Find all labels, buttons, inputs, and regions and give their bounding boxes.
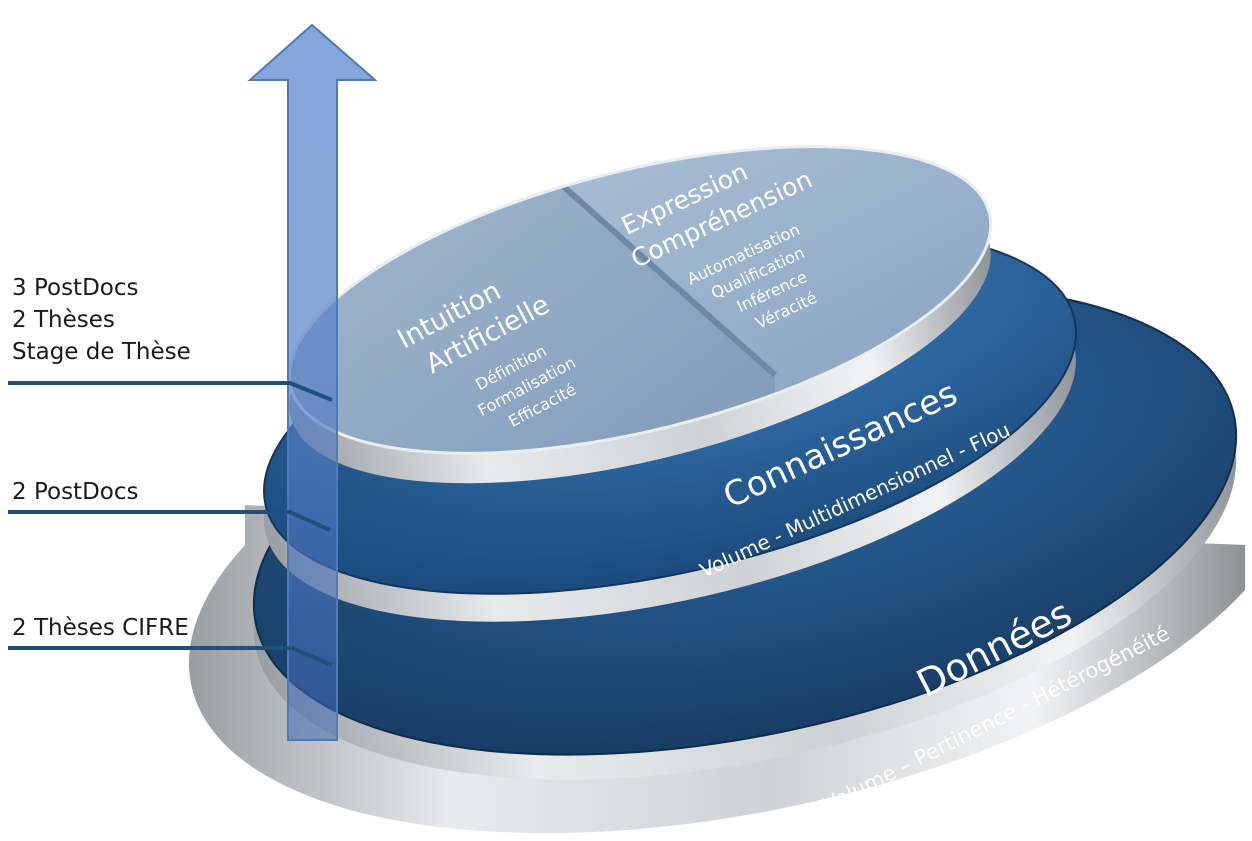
growth-arrow	[247, 23, 378, 741]
annotation-sommet: 3 PostDocs 2 Thèses Stage de Thèse	[12, 272, 191, 368]
annotation-connaissances: 2 PostDocs	[12, 476, 138, 508]
annotation-donnees: 2 Thèses CIFRE	[12, 612, 189, 644]
annotation-line-sommet	[8, 381, 333, 402]
annotation-line: 3 PostDocs	[12, 275, 139, 301]
annotation-line-donnees	[8, 646, 333, 667]
annotation-line: 2 PostDocs	[12, 479, 139, 505]
annotation-line: Stage de Thèse	[12, 339, 191, 365]
annotation-line: 2 Thèses	[12, 307, 115, 333]
annotation-lines	[8, 381, 333, 667]
annotation-line: 2 Thèses CIFRE	[12, 615, 189, 641]
annotation-line-connaissances	[8, 510, 331, 532]
